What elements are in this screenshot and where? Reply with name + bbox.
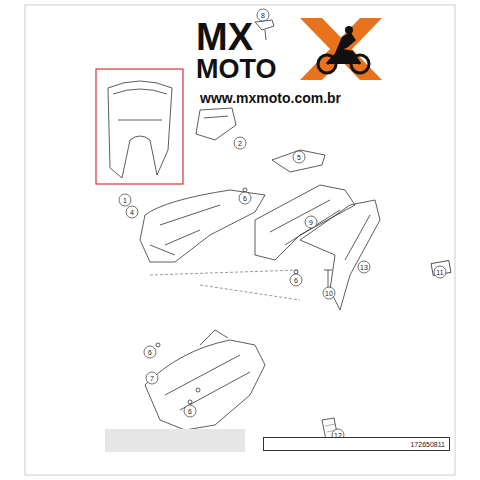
callout-number: 2 bbox=[238, 140, 242, 147]
callout-number: 6 bbox=[243, 195, 247, 202]
callout-number: 1 bbox=[123, 197, 127, 204]
callout-number: 11 bbox=[436, 269, 443, 276]
part-number: 172650811 bbox=[410, 441, 445, 448]
callout-number: 13 bbox=[360, 264, 368, 271]
part-number-box: 172650811 bbox=[263, 437, 450, 451]
website-url: www.mxmoto.com.br bbox=[200, 91, 341, 105]
logo-text: MX bbox=[196, 18, 253, 56]
callout-number: 5 bbox=[297, 154, 301, 161]
callout-number: 9 bbox=[309, 219, 313, 226]
callout-number: 6 bbox=[188, 408, 192, 415]
callout-number: 4 bbox=[130, 209, 134, 216]
callout-number: 8 bbox=[261, 12, 265, 19]
callout-number: 10 bbox=[325, 290, 333, 297]
callout-number: 7 bbox=[150, 375, 154, 382]
callout-number: 6 bbox=[294, 277, 298, 284]
callout-number: 6 bbox=[148, 349, 152, 356]
logo-text: MOTO bbox=[196, 56, 277, 83]
